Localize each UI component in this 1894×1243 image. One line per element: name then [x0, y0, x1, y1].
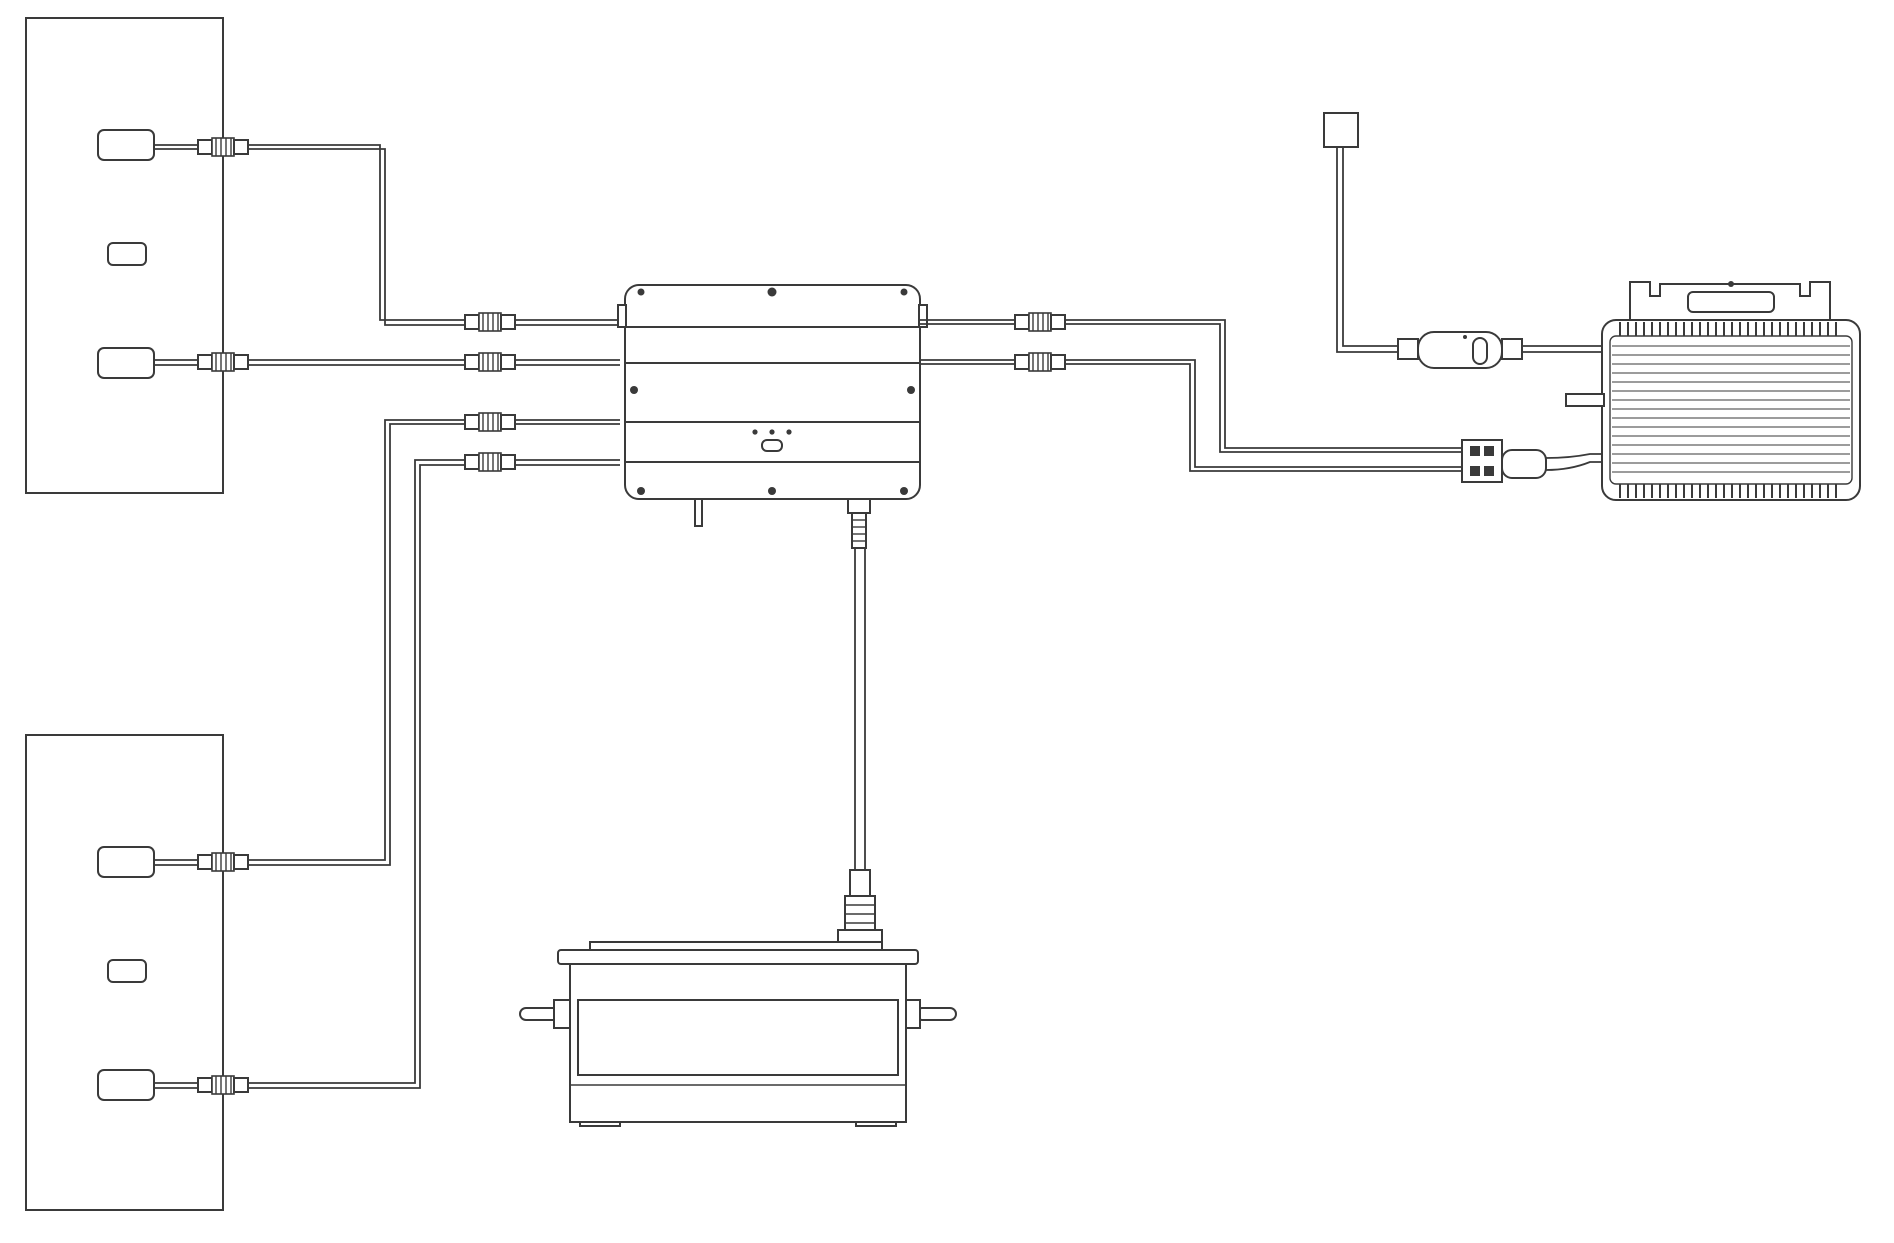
junction-box-top [97, 846, 155, 878]
heatsink-fins-top [1619, 322, 1837, 336]
panel-label-plate [107, 242, 147, 266]
junction-box-top [97, 129, 155, 161]
panel-label-plate [107, 959, 147, 983]
indicator-light [769, 429, 775, 435]
battery-label-panel [577, 999, 899, 1076]
ac-cable-connector [1397, 331, 1602, 369]
heatsink-fins-body [1612, 345, 1850, 473]
battery-cable [844, 548, 876, 933]
status-button [761, 439, 783, 452]
microinverter [1461, 281, 1861, 501]
input-connectors [464, 312, 516, 472]
output-connectors [1014, 312, 1066, 372]
indicator-light [786, 429, 792, 435]
output-cables [920, 319, 1462, 472]
battery [519, 929, 957, 1127]
junction-box-bottom [97, 347, 155, 379]
solar-panel-2 [25, 734, 224, 1211]
wall-outlet [1323, 112, 1398, 353]
solar-panel-1 [25, 17, 224, 494]
junction-box-bottom [97, 1069, 155, 1101]
battery-handle-right [915, 1007, 957, 1021]
indicator-light [752, 429, 758, 435]
heatsink-fins-bottom [1619, 484, 1837, 498]
control-box [617, 284, 928, 549]
